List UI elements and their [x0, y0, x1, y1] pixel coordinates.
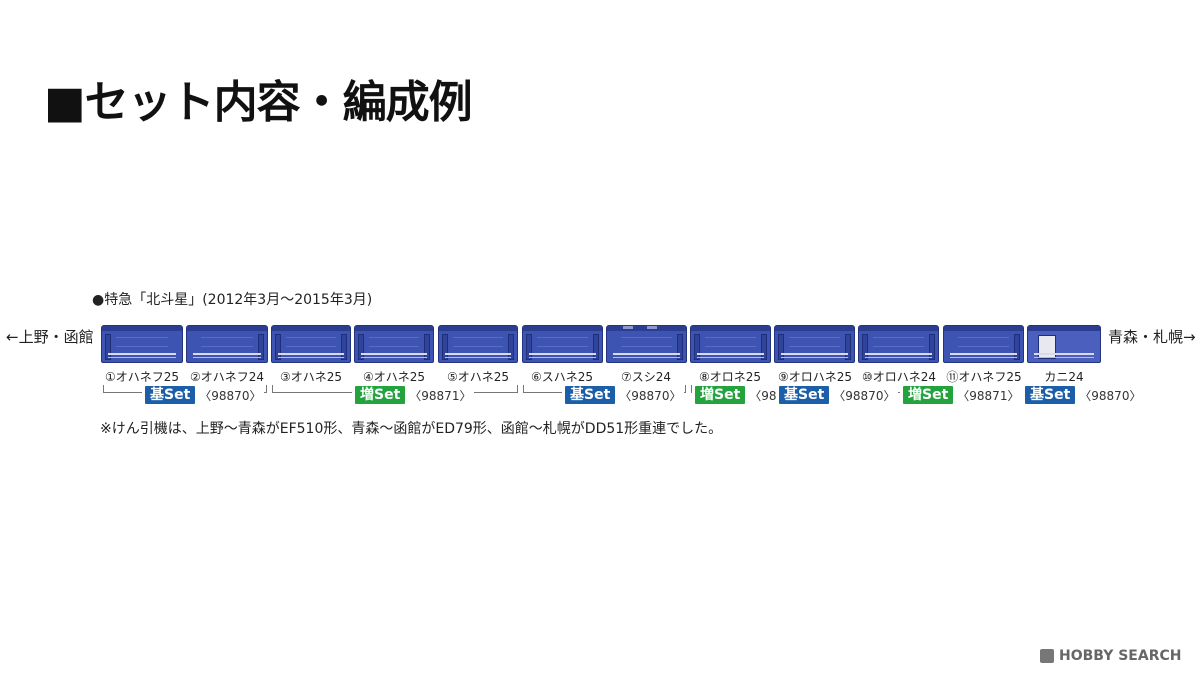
car-label: ⑨オロハネ25 — [777, 370, 853, 384]
car-6 — [522, 325, 603, 363]
set-badge: 基Set — [145, 386, 196, 404]
set-label: 増Set 〈98871〉 — [352, 385, 475, 405]
set-code: 〈98870〉 — [619, 388, 682, 403]
car-1 — [101, 325, 183, 363]
car-label: ⑧オロネ25 — [698, 370, 762, 384]
car-label: カニ24 — [1044, 370, 1084, 384]
car-10 — [858, 325, 939, 363]
hobby-search-icon — [1040, 649, 1054, 663]
set-label: 基Set 〈98870〉 — [142, 385, 265, 405]
set-label: 増Set 〈98871〉 — [900, 385, 1023, 405]
set-badge: 増Set — [903, 386, 954, 404]
set-code: 〈98870〉 — [199, 388, 262, 403]
set-code: 〈98871〉 — [957, 388, 1020, 403]
set-badge: 増Set — [355, 386, 406, 404]
car-4 — [354, 325, 434, 363]
set-badge: 基Set — [1025, 386, 1076, 404]
set-label: 基Set 〈98870〉 — [562, 385, 685, 405]
car-11 — [943, 325, 1024, 363]
train-title: ●特急「北斗星」(2012年3月〜2015年3月) — [92, 292, 373, 308]
car-label: ③オハネ25 — [279, 370, 343, 384]
car-label: ⑩オロハネ24 — [861, 370, 937, 384]
car-label: ⑪オハネフ25 — [946, 370, 1022, 384]
set-badge: 増Set — [695, 386, 746, 404]
car-label: ②オハネフ24 — [189, 370, 265, 384]
car-7 — [606, 325, 687, 363]
car-12 — [1027, 325, 1101, 363]
car-label: ⑥スハネ25 — [530, 370, 594, 384]
set-code: 〈98870〉 — [833, 388, 896, 403]
car-9 — [774, 325, 855, 363]
page-title: ■セット内容・編成例 — [44, 77, 473, 128]
set-badge: 基Set — [779, 386, 830, 404]
set-code: 〈98871〉 — [409, 388, 472, 403]
car-label: ⑦スシ24 — [620, 370, 672, 384]
car-5 — [438, 325, 518, 363]
set-badge: 基Set — [565, 386, 616, 404]
footnote: ※けん引機は、上野〜青森がEF510形、青森〜函館がED79形、函館〜札幌がDD… — [100, 421, 723, 437]
set-label: 基Set 〈98870〉 — [1022, 385, 1145, 405]
direction-left-label: ←上野・函館 — [6, 328, 94, 346]
car-label: ⑤オハネ25 — [446, 370, 510, 384]
watermark-text: HOBBY SEARCH — [1059, 648, 1182, 664]
set-code: 〈98870〉 — [1079, 388, 1142, 403]
watermark-logo: HOBBY SEARCH — [1040, 648, 1181, 664]
car-8 — [690, 325, 771, 363]
car-label: ①オハネフ25 — [104, 370, 180, 384]
car-3 — [271, 325, 351, 363]
direction-right-label: 青森・札幌→ — [1108, 328, 1196, 346]
car-2 — [186, 325, 268, 363]
car-label: ④オハネ25 — [362, 370, 426, 384]
set-label: 基Set 〈98870〉 — [776, 385, 899, 405]
